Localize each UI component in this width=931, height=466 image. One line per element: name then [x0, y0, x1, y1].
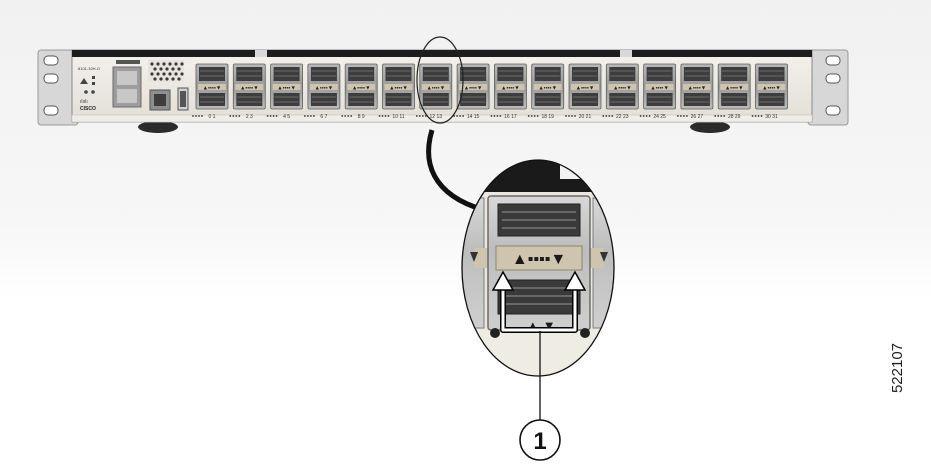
- port-label-dots: [266, 115, 278, 117]
- qsfp-port: ▲▪▪▪▪▼: [680, 63, 714, 110]
- port-symbol: ▲▪▪▪▪▼: [315, 85, 334, 91]
- foot-left: [138, 121, 178, 133]
- port-symbol: ▲▪▪▪▪▼: [389, 85, 408, 91]
- qsfp-port: ▲▪▪▪▪▼: [232, 63, 266, 110]
- port-number-label: 6 7: [320, 114, 327, 120]
- led-arrow-right: [563, 270, 587, 291]
- port-label-dots: [229, 115, 241, 117]
- port-symbol: ▲▪▪▪▪▼: [501, 85, 520, 91]
- port-label-dots: [490, 115, 502, 117]
- port-number-label: 10 11: [392, 114, 404, 120]
- port-label-dots: [341, 115, 353, 117]
- port-symbol: ▲▪▪▪▪▼: [277, 85, 296, 91]
- port-symbol: ▲▪▪▪▪▼: [464, 85, 483, 91]
- foot-right: [690, 121, 730, 133]
- qsfp-port: ▲▪▪▪▪▼: [382, 63, 415, 110]
- port-symbol: ▲▪▪▪▪▼: [688, 85, 707, 91]
- figure-number: 522107: [889, 342, 906, 394]
- port-number-label: 26 27: [691, 114, 704, 120]
- callout-number: 1: [533, 428, 546, 455]
- port-symbol: ▲▪▪▪▪▼: [576, 85, 595, 91]
- port-number-label: 8 9: [358, 114, 365, 120]
- port-label-dots: [751, 115, 763, 117]
- port-symbol: ▲▪▪▪▪▼: [725, 85, 744, 91]
- port-number-label: 16 17: [504, 114, 517, 120]
- cisco-logo: CISCO: [80, 106, 96, 112]
- port-symbol: ▲▪▪▪▪▼: [240, 85, 259, 91]
- port-symbol: ▲▪▪▪▪▼: [352, 85, 371, 91]
- qsfp-port: ▲▪▪▪▪▼: [717, 63, 751, 110]
- qsfp-port: ▲▪▪▪▪▼: [195, 63, 229, 110]
- led-arrow-left: [491, 270, 515, 291]
- port-symbol: ▲▪▪▪▪▼: [426, 85, 445, 91]
- qsfp-port: ▲▪▪▪▪▼: [307, 63, 341, 110]
- callout-1: 1: [519, 419, 561, 461]
- qsfp-port: ▲▪▪▪▪▼: [531, 63, 565, 110]
- port-number-label: 12 13: [430, 114, 443, 120]
- cisco-bars-icon: ılıılı: [80, 99, 88, 105]
- qsfp-port: ▲▪▪▪▪▼: [568, 63, 602, 110]
- port-symbol: ▲▪▪▪▪▼: [538, 85, 557, 91]
- port-label-dots: [714, 115, 726, 117]
- qsfp-port: ▲▪▪▪▪▼: [456, 63, 490, 110]
- port-label-dots: [304, 115, 315, 117]
- port-symbol: ▲▪▪▪▪▼: [762, 85, 781, 91]
- port-label-dots: [527, 115, 539, 117]
- port-symbol: ▲▪▪▪▪▼: [650, 85, 669, 91]
- led-callout-bracket: [491, 270, 587, 333]
- port-number-label: 14 15: [467, 114, 480, 120]
- qsfp-port: ▲▪▪▪▪▼: [605, 63, 639, 110]
- port-number-label: 4 5: [283, 114, 290, 120]
- model-label: 8101-32H-O: [78, 66, 100, 71]
- qsfp-port: ▲▪▪▪▪▼: [270, 63, 304, 110]
- port-symbol: ▲▪▪▪▪▼: [203, 85, 222, 91]
- port-label-dots: [192, 115, 203, 117]
- port-symbol: ▲▪▪▪▪▼: [613, 85, 632, 91]
- port-label-dots: [677, 115, 688, 117]
- port-led-symbols: ▲▪▪▪▪▼: [512, 251, 566, 268]
- port-number-label: 22 23: [616, 114, 629, 120]
- qsfp-port: ▲▪▪▪▪▼: [643, 63, 676, 110]
- rack-ear-right: [807, 49, 849, 126]
- zoom-qsfp-cage: [487, 195, 591, 331]
- qsfp-port: ▲▪▪▪▪▼: [344, 63, 378, 110]
- fan-grille: [148, 60, 184, 82]
- port-label-dots: [378, 115, 390, 117]
- port-label-dots: [602, 115, 614, 117]
- highlight-ellipse: [416, 36, 464, 124]
- qsfp-port: ▲▪▪▪▪▼: [493, 63, 527, 110]
- management-area: 8101-32H-O ılıılı CISCO: [78, 60, 189, 112]
- qsfp-port: ▲▪▪▪▪▼: [419, 63, 453, 110]
- qsfp-port-bank: ▲▪▪▪▪▼ 0 1 ▲▪▪▪▪▼ 2 3 ▲▪▪▪▪▼ 4 5 ▲▪▪▪▪▼ 6 7 ▲▪▪▪…: [192, 63, 788, 120]
- qsfp-port: ▲▪▪▪▪▼: [755, 63, 788, 110]
- port-label-dots: [415, 115, 427, 117]
- port-label-dots: [565, 115, 576, 117]
- port-number-label: 28 29: [728, 114, 741, 120]
- port-number-label: 20 21: [579, 114, 592, 120]
- switch-chassis: 8101-32H-O ılıılı CISCO: [37, 49, 849, 133]
- port-number-label: 0 1: [209, 114, 216, 120]
- port-number-label: 24 25: [653, 114, 666, 120]
- port-number-label: 18 19: [541, 114, 554, 120]
- status-leds: [80, 76, 95, 94]
- zoom-ellipse-outline: [461, 159, 615, 377]
- port-number-label: 30 31: [765, 114, 778, 120]
- port-number-label: 2 3: [246, 114, 253, 120]
- port-label-dots: [639, 115, 651, 117]
